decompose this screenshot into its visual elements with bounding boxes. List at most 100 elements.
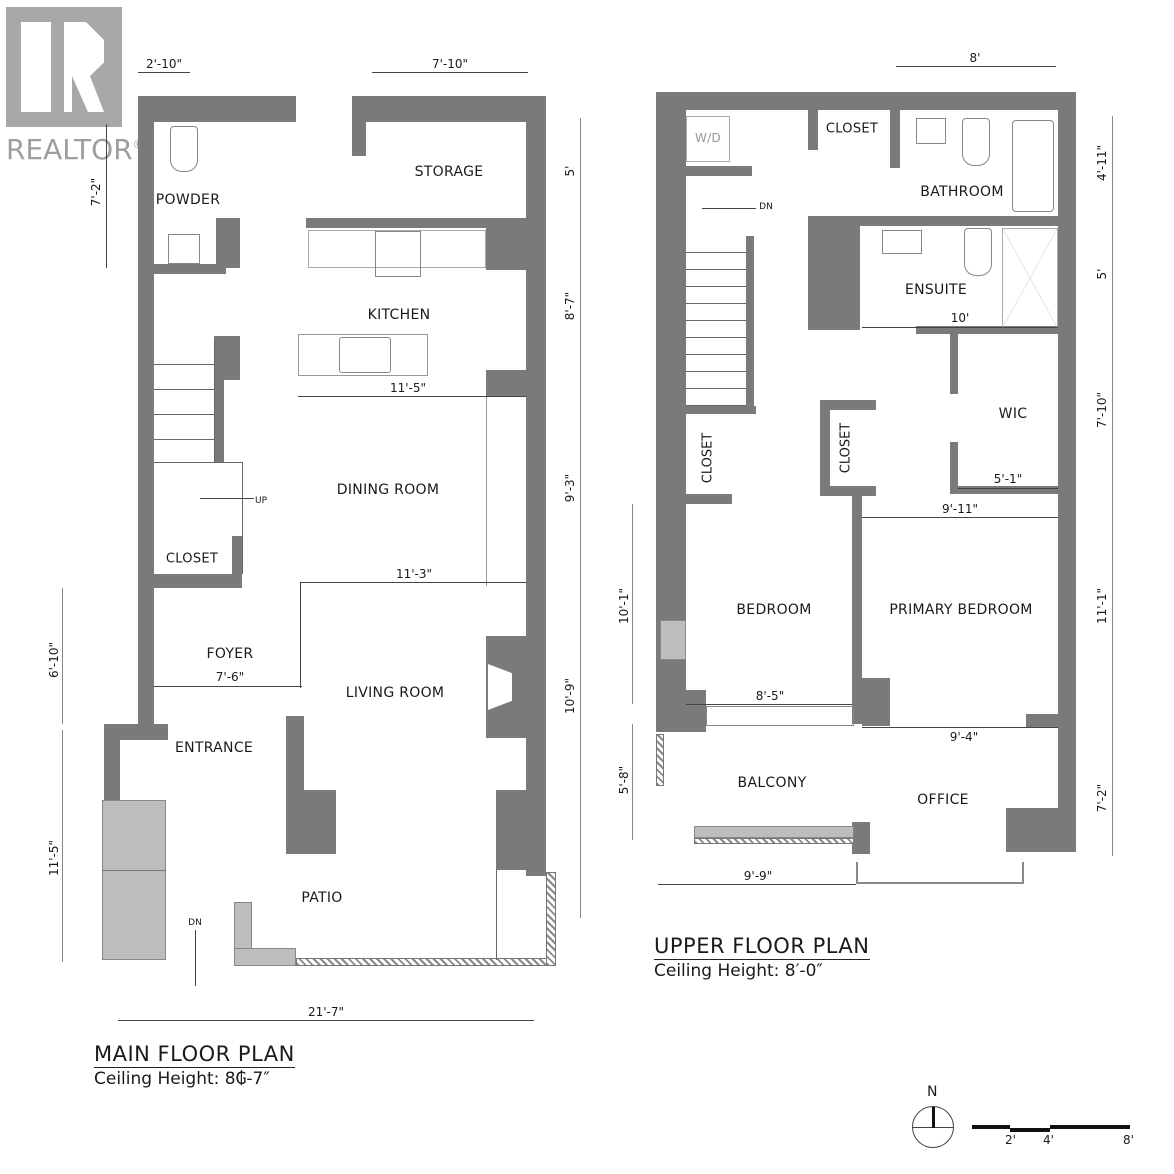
washer-dryer <box>686 116 730 162</box>
wall <box>216 218 240 268</box>
room-label-powder: POWDER <box>155 192 221 208</box>
wall <box>950 442 958 494</box>
room-label-office: OFFICE <box>917 792 969 808</box>
bathtub-icon <box>1012 120 1054 212</box>
toilet-icon <box>964 228 992 276</box>
room-label-dining-room: DINING ROOM <box>336 482 440 498</box>
wall <box>890 108 900 168</box>
room-label-balcony: BALCONY <box>737 775 807 791</box>
dim-wic-width: 5'-1" <box>993 472 1023 486</box>
wall <box>1026 714 1058 728</box>
upper-floor-title: UPPER FLOOR PLAN <box>654 934 870 960</box>
stairs-down-label: DN <box>759 202 773 212</box>
wall <box>154 574 242 588</box>
room-label-bathroom: BATHROOM <box>920 184 1004 200</box>
dim-bedroom-width: 8'-5" <box>755 689 785 703</box>
dim-office-width: 9'-4" <box>949 730 979 744</box>
wall <box>1058 92 1076 852</box>
wall <box>286 790 336 854</box>
wall <box>232 536 242 586</box>
planter <box>234 948 296 966</box>
wall <box>820 400 830 496</box>
room-label-closet-left: CLOSET <box>700 432 716 484</box>
arrow-left-icon <box>200 498 254 499</box>
realtor-text: REALTOR <box>6 133 133 166</box>
wall <box>138 96 296 122</box>
room-label-kitchen: KITCHEN <box>367 307 431 323</box>
arrow-left-icon <box>702 208 756 209</box>
dim-office-height: 7'-2" <box>1095 783 1109 813</box>
wall <box>862 678 890 726</box>
window <box>660 620 686 660</box>
room-label-patio: PATIO <box>301 890 343 906</box>
stairs-up-label: UP <box>254 496 268 506</box>
room-label-living-room: LIVING ROOM <box>345 685 445 701</box>
dim-foyer-width: 7'-6" <box>215 670 245 684</box>
scale-tick-8: 8' <box>1123 1133 1134 1147</box>
stove-icon <box>375 231 421 277</box>
sink-icon <box>916 118 946 144</box>
wall <box>154 264 226 274</box>
wall <box>808 108 818 150</box>
wall <box>852 494 862 724</box>
dim-powder-width: 2'-10" <box>145 57 183 71</box>
scale-tick-2: 2' <box>1005 1133 1016 1147</box>
kitchen-counter <box>308 230 486 277</box>
ledge <box>694 826 854 838</box>
dim-patio-height: 11'-5" <box>47 839 61 877</box>
upper-floor-ceiling-height: Ceiling Height: 8′-0″ <box>654 961 823 981</box>
window <box>706 706 854 726</box>
wall <box>306 218 526 228</box>
bay-window <box>856 862 1024 884</box>
wall <box>138 96 154 724</box>
wall <box>682 166 752 176</box>
shower-icon <box>1002 228 1058 328</box>
dim-kitchen-width: 11'-5" <box>389 381 427 395</box>
dim-balcony-height: 5'-8" <box>617 765 631 795</box>
toilet-icon <box>962 118 990 166</box>
staircase <box>154 340 215 462</box>
dim-foyer-height: 6'-10" <box>47 641 61 679</box>
scale-bar <box>972 1125 1010 1129</box>
room-label-foyer: FOYER <box>206 646 254 662</box>
north-label: N <box>927 1084 938 1100</box>
wall <box>950 486 1058 494</box>
dim-overall-width: 21'-7" <box>307 1005 345 1019</box>
wall <box>820 400 876 410</box>
room-label-primary-bedroom: PRIMARY BEDROOM <box>889 602 1033 618</box>
dim-wic-height: 7'-10" <box>1095 391 1109 429</box>
room-label-wd: W/D <box>694 131 722 145</box>
wall <box>820 486 876 496</box>
wall <box>656 690 706 732</box>
wall <box>526 96 546 876</box>
wall <box>656 92 1076 110</box>
wall <box>104 724 168 740</box>
dim-storage-width: 7'-10" <box>431 57 469 71</box>
room-label-closet-top: CLOSET <box>825 121 879 137</box>
wall <box>686 406 756 414</box>
dim-ensuite-height: 5' <box>1095 268 1109 280</box>
wall <box>686 494 732 504</box>
sink-icon <box>339 337 391 373</box>
wall <box>486 228 526 270</box>
wall <box>916 326 1058 334</box>
wall <box>808 226 860 330</box>
wall <box>852 822 870 854</box>
dim-dining-width: 11'-3" <box>395 567 433 581</box>
wall <box>1006 808 1076 852</box>
sink-icon <box>882 230 922 254</box>
dim-dining-height: 9'-3" <box>563 473 577 503</box>
patio-down-label: DN <box>188 918 202 928</box>
planter <box>102 800 166 960</box>
north-arrow-icon <box>912 1106 954 1148</box>
wall <box>352 96 546 122</box>
wall <box>214 336 224 462</box>
staircase <box>686 236 747 406</box>
room-label-closet-mid: CLOSET <box>838 422 854 474</box>
wall <box>808 216 1058 226</box>
sink-icon <box>168 234 200 264</box>
dim-balcony-width: 9'-9" <box>743 869 773 883</box>
scale-tick-4: 4' <box>1043 1133 1054 1147</box>
dim-kitchen-height: 8'-7" <box>563 291 577 321</box>
room-label-ensuite: ENSUITE <box>904 282 968 298</box>
